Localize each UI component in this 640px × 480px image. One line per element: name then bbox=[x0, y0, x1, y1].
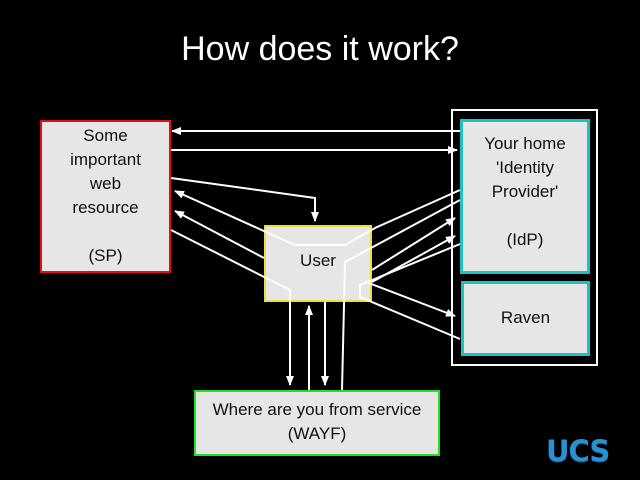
arrow-user-to-raven bbox=[365, 281, 456, 317]
ucs-logo: UCS bbox=[546, 434, 610, 468]
sp-line: web bbox=[89, 174, 122, 193]
slide-title: How does it work? bbox=[181, 30, 459, 68]
user-node: User bbox=[264, 225, 372, 302]
raven-label: Raven bbox=[500, 308, 551, 327]
line-sp-to-wayf bbox=[170, 229, 294, 386]
line-user-to-wayf-2 bbox=[341, 199, 461, 391]
idp-node: Your home 'Identity Provider' (IdP) bbox=[460, 119, 590, 274]
idp-line: (IdP) bbox=[506, 230, 544, 249]
wayf-node: Where are you from service (WAYF) bbox=[194, 390, 440, 456]
arrow-user-to-idp-1 bbox=[371, 217, 456, 271]
wayf-line: (WAYF) bbox=[287, 424, 347, 443]
user-label: User bbox=[300, 251, 336, 270]
idp-line: Your home bbox=[484, 134, 566, 153]
arrow-sp-to-user bbox=[170, 177, 319, 222]
wayf-line: Where are you from service bbox=[212, 400, 422, 419]
sp-line: important bbox=[70, 150, 141, 169]
idp-line: 'Identity bbox=[495, 158, 555, 177]
arrow-user-to-sp-2 bbox=[174, 210, 265, 259]
line-idp-to-user bbox=[359, 243, 461, 340]
idp-line: Provider' bbox=[491, 182, 559, 201]
arrow-user-to-sp-1 bbox=[174, 189, 461, 246]
sp-line: Some bbox=[83, 126, 128, 145]
sp-line: (SP) bbox=[88, 246, 123, 265]
sp-node: Some important web resource (SP) bbox=[40, 120, 171, 273]
raven-node: Raven bbox=[461, 281, 590, 356]
sp-line: resource bbox=[72, 198, 139, 217]
